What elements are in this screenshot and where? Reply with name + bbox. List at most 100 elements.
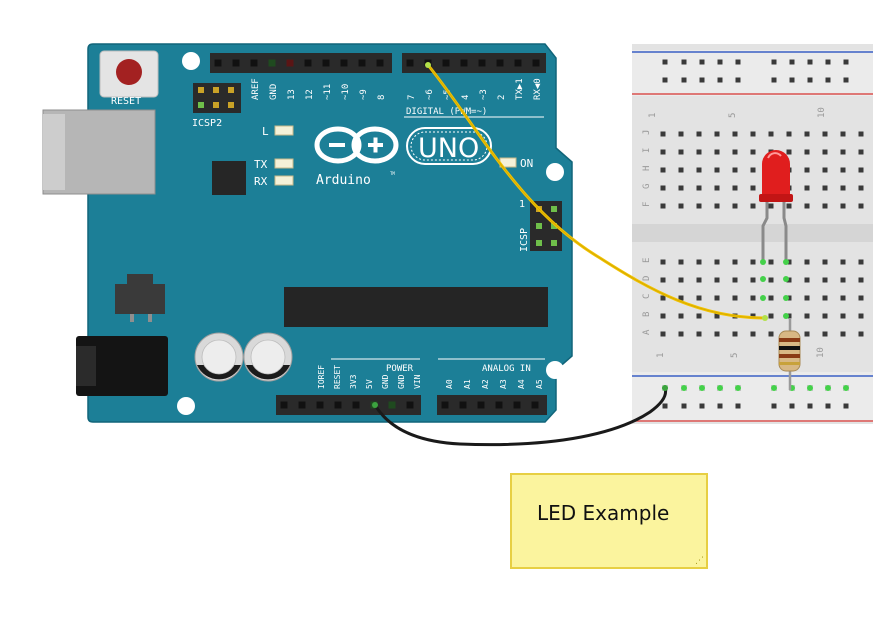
header-socket	[250, 59, 258, 67]
header-socket	[496, 59, 504, 67]
breadboard-hole	[822, 131, 828, 137]
yellow-wire-end	[762, 315, 768, 321]
header-socket	[334, 401, 342, 409]
rail-hole	[789, 403, 795, 409]
breadboard-hole	[786, 277, 792, 283]
breadboard-hole	[678, 295, 684, 301]
breadboard-hole	[678, 185, 684, 191]
breadboard-hole	[714, 277, 720, 283]
mounting-hole	[546, 163, 564, 181]
breadboard-row-label: G	[642, 184, 652, 189]
breadboard-hole	[750, 277, 756, 283]
power-pin-label: GND	[397, 374, 406, 389]
rail-hole	[825, 59, 831, 65]
breadboard-hole	[822, 149, 828, 155]
rail-hole	[771, 59, 777, 65]
resistor-band	[779, 362, 800, 365]
rail-hole	[717, 403, 723, 409]
header-socket	[532, 59, 540, 67]
breadboard-row-label: B	[642, 312, 652, 317]
digital-pin-label: AREF	[251, 78, 261, 100]
rail-hole	[807, 403, 813, 409]
header-socket	[478, 59, 486, 67]
column-mark-5-bottom: 5	[730, 353, 740, 358]
rail-hole	[717, 77, 723, 83]
header-socket	[477, 401, 485, 409]
breadboard-hole	[696, 331, 702, 337]
resistor-band	[779, 346, 800, 350]
breadboard-hole	[732, 295, 738, 301]
breadboard-hole	[858, 167, 864, 173]
resize-grip-icon[interactable]: ⋰	[695, 556, 704, 566]
breadboard-hole	[750, 167, 756, 173]
breadboard-hole	[840, 167, 846, 173]
breadboard-hole	[840, 259, 846, 265]
breadboard-hole	[822, 331, 828, 337]
breadboard-hole	[732, 331, 738, 337]
breadboard-hole	[714, 259, 720, 265]
header-socket	[340, 59, 348, 67]
breadboard-hole	[768, 259, 774, 265]
breadboard-hole	[714, 149, 720, 155]
analog-pin-label: A1	[463, 379, 472, 389]
header-socket	[316, 401, 324, 409]
uno-badge	[406, 127, 492, 165]
voltage-regulator	[115, 284, 165, 314]
usb-controller-chip	[212, 161, 246, 195]
header-socket	[358, 59, 366, 67]
logo-plus-v	[373, 137, 378, 153]
breadboard-hole	[768, 295, 774, 301]
column-mark-10-top: 10	[817, 107, 827, 118]
rail-hole	[735, 403, 741, 409]
regulator-pin	[148, 314, 152, 322]
icsp-pin	[536, 240, 542, 246]
power-pin-label: GND	[381, 374, 390, 389]
board-pcb	[87, 43, 573, 423]
sticky-note: LED Example ⋰	[510, 473, 708, 569]
breadboard-hole	[714, 203, 720, 209]
digital-label: DIGITAL (PWM=~)	[406, 107, 487, 117]
yellow-wire-end	[425, 62, 431, 68]
header-socket	[214, 59, 222, 67]
power-header-holes	[280, 401, 539, 409]
digital-pin-label: 8	[377, 95, 387, 100]
breadboard-hole	[696, 259, 702, 265]
reset-label: RESET	[111, 96, 141, 107]
breadboard-hole	[750, 259, 756, 265]
column-mark-5-top: 5	[728, 113, 738, 118]
rail-hole	[843, 59, 849, 65]
rail-hole	[825, 77, 831, 83]
digital-pin-label: RX◀0	[533, 78, 543, 100]
breadboard-row-label: D	[642, 276, 652, 281]
breadboard-hole	[822, 277, 828, 283]
regulator-pin	[130, 314, 134, 322]
breadboard-hole	[804, 185, 810, 191]
header-socket	[322, 59, 330, 67]
icsp2-pin	[228, 102, 234, 108]
header-socket	[495, 401, 503, 409]
rail-hole	[771, 403, 777, 409]
note-text: LED Example	[537, 501, 670, 525]
icsp-pin	[551, 240, 557, 246]
breadboard-hole	[696, 203, 702, 209]
breadboard-hole	[750, 313, 756, 319]
breadboard-hole	[660, 167, 666, 173]
breadboard-hole	[768, 331, 774, 337]
usb-connector-face	[43, 114, 65, 190]
breadboard-hole	[714, 185, 720, 191]
breadboard-hole	[714, 131, 720, 137]
icsp-pin	[536, 223, 542, 229]
analog-pin-label: A3	[499, 379, 508, 389]
mounting-hole	[177, 397, 195, 415]
header-socket	[406, 401, 414, 409]
header-socket	[280, 401, 288, 409]
resistor	[778, 318, 801, 390]
breadboard-hole	[660, 295, 666, 301]
breadboard-holes	[660, 59, 864, 409]
icsp-pin	[551, 223, 557, 229]
rail-hole	[681, 403, 687, 409]
breadboard-hole	[750, 149, 756, 155]
